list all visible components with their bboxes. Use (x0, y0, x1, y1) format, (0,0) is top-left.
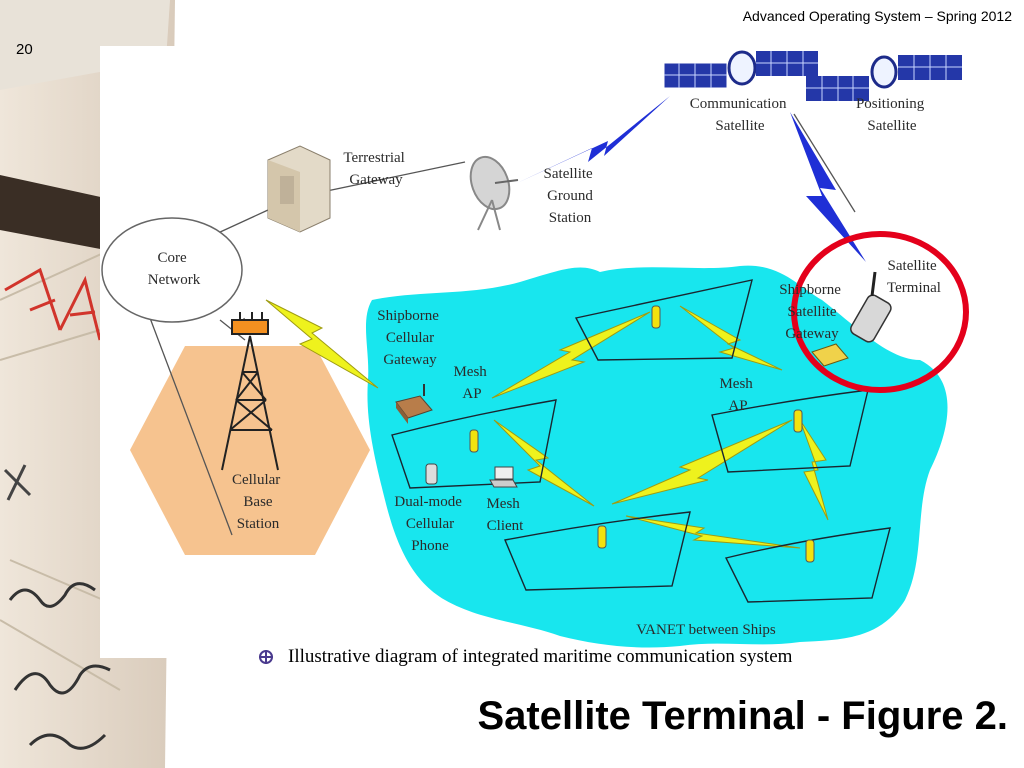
core-network-label: Core Network (148, 250, 201, 288)
core-network-node (101, 217, 243, 323)
terrestrial-gateway-label: Terrestrial Gateway (343, 150, 408, 188)
communication-satellite-icon (663, 50, 818, 89)
satellite-dish-icon (469, 155, 519, 231)
positioning-satellite-icon (806, 55, 962, 101)
bullet-icon (259, 650, 273, 664)
shipborne-satellite-gateway-icon (811, 343, 849, 367)
wireless-links (265, 299, 829, 549)
cellular-tower-icon (221, 312, 279, 471)
positioning-satellite-label: Positioning Satellite (856, 96, 928, 134)
slide-number: 20 (16, 41, 33, 58)
mesh-client-laptop-icon (489, 466, 518, 488)
mesh-ap-left-label: Mesh AP (453, 364, 490, 402)
mesh-ap-right-label: Mesh AP (719, 376, 756, 414)
shipborne-cellular-gateway-icon (395, 384, 433, 424)
satellite-terminal-label: Satellite Terminal (887, 258, 941, 296)
mesh-ap-antennas (469, 305, 815, 563)
satellite-terminal-icon (850, 271, 892, 343)
course-header: Advanced Operating System – Spring 2012 (742, 8, 1012, 24)
sea-area (365, 265, 948, 648)
satellite-downlink-bolt (790, 112, 866, 262)
communication-satellite-label: Communication Satellite (690, 96, 790, 134)
mesh-client-label: Mesh Client (486, 496, 524, 534)
terrestrial-gateway-server-icon (267, 145, 331, 233)
cellular-coverage-hexagon (130, 346, 370, 555)
caption-text: Illustrative diagram of integrated marit… (288, 646, 793, 667)
vanet-label: VANET between Ships (636, 622, 776, 638)
satellite-terminal-highlight (791, 231, 969, 393)
dual-mode-phone-icon (425, 463, 438, 485)
ships (391, 279, 891, 603)
slide-title: Satellite Terminal - Figure 2. (477, 694, 1008, 738)
figure-caption: Illustrative diagram of integrated marit… (258, 646, 792, 668)
